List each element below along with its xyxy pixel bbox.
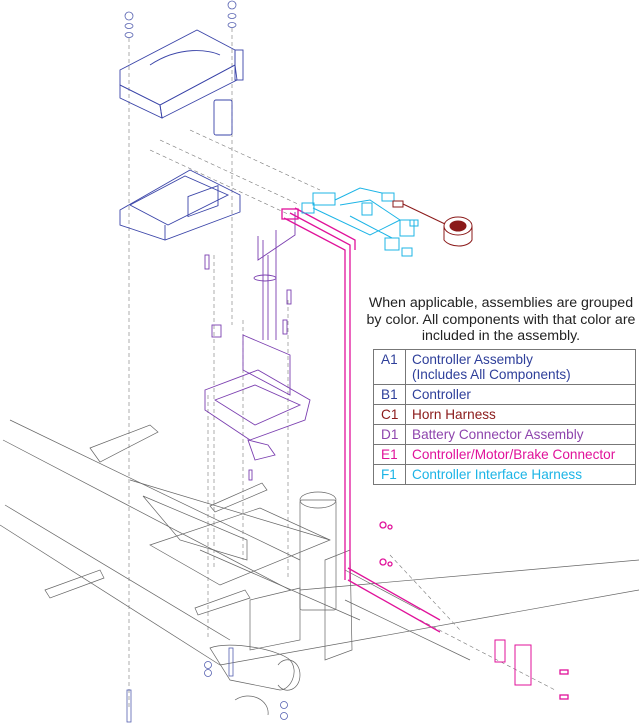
motor-brake-connector	[281, 207, 569, 700]
legend-code: D1	[373, 424, 406, 445]
legend-row: E1 Controller/Motor/Brake Connector	[373, 444, 636, 465]
legend-row: A1 Controller Assembly(Includes All Comp…	[373, 349, 636, 385]
color-grouping-note: When applicable, assemblies are grouped …	[366, 295, 636, 344]
legend-code: B1	[373, 384, 406, 405]
legend-code: F1	[373, 464, 406, 485]
parts-legend-table: A1 Controller Assembly(Includes All Comp…	[373, 349, 636, 485]
legend-row: D1 Battery Connector Assembly	[373, 424, 636, 445]
hardware-nuts-washers	[124, 0, 288, 723]
legend-row: C1 Horn Harness	[373, 404, 636, 425]
legend-code: E1	[373, 444, 406, 465]
horn-harness	[392, 200, 473, 247]
controller-interface-harness	[301, 187, 419, 257]
scooter-frame	[0, 419, 639, 716]
legend-code: A1	[373, 349, 406, 385]
assembly-guide-lines	[128, 28, 556, 710]
legend-label: Battery Connector Assembly	[405, 424, 636, 445]
legend-code: C1	[373, 404, 406, 425]
legend-label: Controller Interface Harness	[405, 464, 636, 485]
controller-cover	[119, 29, 244, 136]
legend-label: Controller	[405, 384, 636, 405]
controller-unit	[119, 169, 241, 241]
legend-label: Controller/Motor/Brake Connector	[405, 444, 636, 465]
legend-label: Horn Harness	[405, 404, 636, 425]
legend-label: Controller Assembly(Includes All Compone…	[405, 349, 636, 385]
legend-row: B1 Controller	[373, 384, 636, 405]
battery-connector-assembly	[204, 212, 311, 481]
legend-row: F1 Controller Interface Harness	[373, 464, 636, 485]
